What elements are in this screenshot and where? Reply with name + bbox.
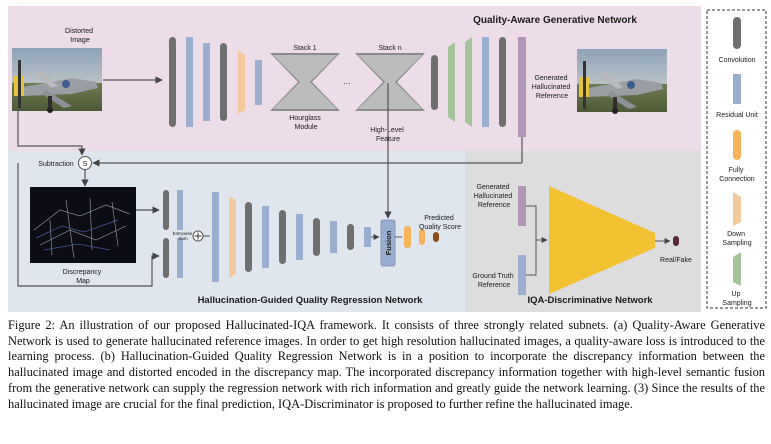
convolution-block <box>163 238 169 278</box>
convolution-block <box>245 202 252 272</box>
fully-connection-block <box>419 229 425 245</box>
entrywise-sum-label: Entrywise Sum <box>173 231 194 241</box>
distorted-to-regression-line <box>17 163 160 287</box>
legend-residual-unit: Residual Unit <box>716 74 758 119</box>
disc-generated-label: Generated Hallucinated Reference <box>474 184 514 209</box>
stack-1-label: Stack 1 <box>293 45 316 52</box>
stack-n-label: Stack n <box>378 45 401 52</box>
dots-between-stacks: … <box>343 77 351 86</box>
discriminator-network-title: IQA-Discriminative Network <box>527 295 653 306</box>
regression-branch-map <box>163 190 183 230</box>
hourglass-module-label: Hourglass Module <box>289 115 322 131</box>
convolution-block <box>169 37 176 127</box>
legend-up-sampling: Up Sampling <box>722 252 752 307</box>
disc-ground-truth-connector <box>526 240 537 276</box>
regression-trunk <box>212 192 371 282</box>
convolution-block <box>499 37 506 127</box>
convolution-block <box>431 55 438 110</box>
convolution-block <box>347 224 354 250</box>
legend-convolution-label: Convolution <box>719 57 756 64</box>
real-fake-node <box>673 236 679 246</box>
regression-branch-distorted <box>163 238 183 278</box>
down-sampling-block <box>229 196 236 278</box>
residual-unit-block <box>203 43 210 121</box>
fusion-label: Fusion <box>384 230 393 255</box>
discriminator-network-shape <box>549 186 655 294</box>
legend-fully-connection-label: Fully Connection <box>719 167 755 183</box>
generated-reference-image <box>577 49 667 114</box>
quality-score-node <box>433 232 439 242</box>
generative-decoder <box>431 37 526 137</box>
residual-unit-block <box>186 37 193 127</box>
predicted-quality-score-label: Predicted Quality Score <box>419 215 461 231</box>
entrywise-sum-plus <box>194 232 202 240</box>
legend-down-sampling: Down Sampling <box>722 192 752 247</box>
down-sampling-block <box>238 50 245 114</box>
residual-unit-block <box>482 37 489 127</box>
generated-reference-label: Generated Hallucinated Reference <box>532 75 572 100</box>
up-sampling-block <box>448 42 455 122</box>
discrepancy-map-image <box>30 187 136 263</box>
residual-unit-block <box>255 60 262 105</box>
subtraction-symbol: S <box>83 161 88 168</box>
subtraction-node <box>78 156 92 170</box>
subtraction-label: Subtraction <box>38 161 74 168</box>
residual-unit-block <box>364 227 371 247</box>
convolution-block <box>313 218 320 256</box>
legend-residual-label: Residual Unit <box>716 112 758 119</box>
residual-unit-block <box>212 192 219 282</box>
legend-convolution: Convolution <box>719 17 756 64</box>
generative-encoder <box>169 37 262 127</box>
hourglass-stack-1: Stack 1 <box>270 45 340 111</box>
distorted-image <box>12 48 102 113</box>
distorted-to-subtraction-line <box>17 110 86 156</box>
regression-network-title: Hallucination-Guided Quality Regression … <box>198 295 424 306</box>
framework-diagram: Quality-Aware Generative Network Halluci… <box>8 6 767 312</box>
residual-unit-block <box>330 221 337 253</box>
disc-ground-truth-input <box>518 255 526 295</box>
convolution-block <box>279 210 286 264</box>
figure-caption: Figure 2: An illustration of our propose… <box>8 318 765 411</box>
residual-unit-block <box>177 190 183 230</box>
convolution-block <box>220 43 227 121</box>
residual-unit-block <box>296 214 303 260</box>
distorted-image-label: Distorted Image <box>65 28 95 44</box>
legend-up-sampling-label: Up Sampling <box>722 291 751 307</box>
legend-down-sampling-label: Down Sampling <box>722 231 751 247</box>
residual-unit-block <box>262 206 269 268</box>
convolution-block <box>163 190 169 230</box>
discrepancy-map-label: Discrepancy Map <box>63 269 103 285</box>
real-fake-label: Real/Fake <box>660 257 692 264</box>
legend-fully-connection: Fully Connection <box>719 130 755 183</box>
residual-unit-block <box>177 238 183 278</box>
fusion-block <box>380 219 396 267</box>
disc-generated-input <box>518 186 526 226</box>
generated-reference-block <box>518 37 526 137</box>
disc-ground-truth-label: Ground Truth Reference <box>472 273 515 289</box>
fully-connection-block <box>404 226 411 248</box>
hourglass-stack-n: Stack n <box>355 45 425 111</box>
up-sampling-block <box>465 37 472 127</box>
generative-network-title: Quality-Aware Generative Network <box>473 15 637 26</box>
